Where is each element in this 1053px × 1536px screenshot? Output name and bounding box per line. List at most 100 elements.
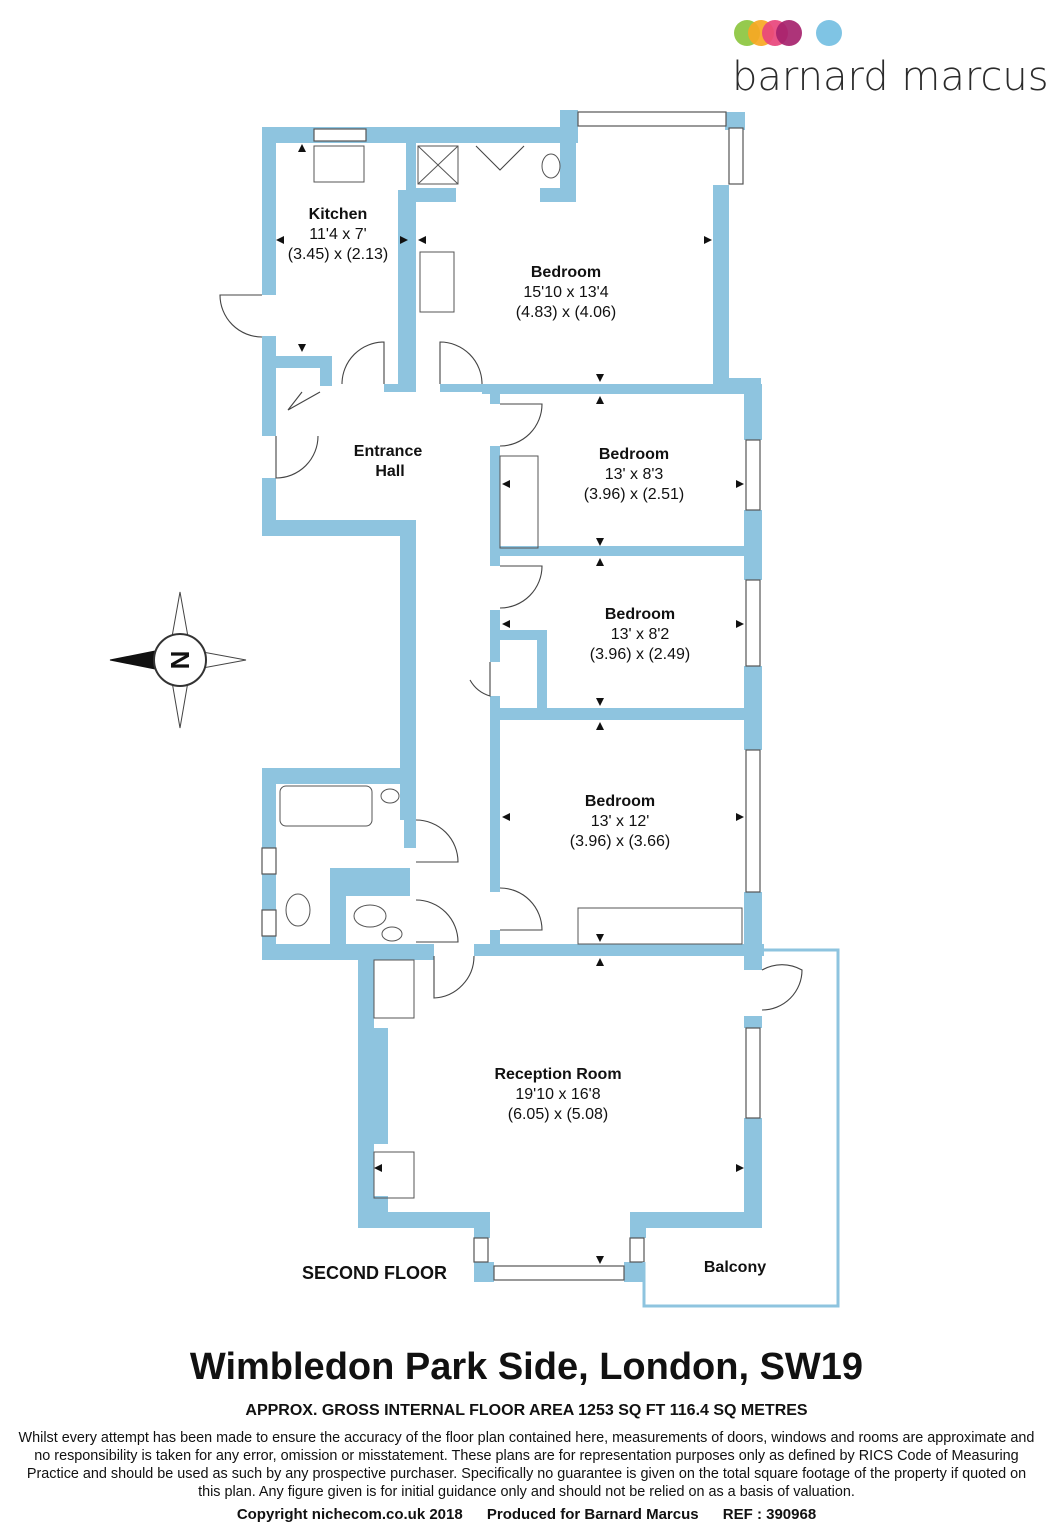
door	[433, 955, 475, 999]
produced-for-text: Produced for Barnard Marcus	[486, 1506, 699, 1523]
room-label-reception: Reception Room 19'10 x 16'8 (6.05) x (5.…	[494, 1066, 621, 1123]
arrow-icon	[596, 698, 604, 706]
arrow-icon	[418, 236, 426, 244]
room-label-bedroom-1: Bedroom 15'10 x 13'4 (4.83) x (4.06)	[516, 264, 616, 321]
wardrobe-icon	[577, 907, 743, 945]
window	[745, 1027, 761, 1119]
room-dimensions-metric: (3.96) x (3.66)	[570, 833, 670, 850]
floor-label: SECOND FLOOR	[302, 1263, 447, 1283]
wall	[406, 143, 416, 203]
basin-icon	[380, 788, 400, 804]
wall	[262, 336, 276, 436]
wall	[404, 820, 416, 848]
cupboard-icon	[373, 1151, 415, 1199]
room-dimensions-imperial: 13' x 12'	[591, 813, 650, 830]
wall	[262, 127, 276, 295]
reference-text: REF : 390968	[722, 1506, 817, 1523]
arrow-icon	[736, 813, 744, 821]
window	[493, 1265, 625, 1281]
wall	[560, 143, 576, 202]
logo-dot	[776, 20, 802, 46]
room-dimensions-imperial: 19'10 x 16'8	[515, 1086, 600, 1103]
arrow-icon	[298, 344, 306, 352]
wall	[262, 768, 276, 848]
room-name: Bedroom	[605, 606, 675, 623]
walls	[262, 110, 764, 1282]
room-dimensions-metric: (6.05) x (5.08)	[508, 1106, 608, 1123]
window	[745, 749, 761, 893]
basin-icon	[381, 926, 403, 942]
room-dimensions-metric: (3.96) x (2.51)	[584, 486, 684, 503]
disclaimer-text: Whilst every attempt has been made to en…	[18, 1430, 1035, 1500]
arrow-icon	[596, 374, 604, 382]
arrow-icon	[502, 813, 510, 821]
wall	[744, 510, 762, 580]
arrow-icon	[298, 144, 306, 152]
door	[469, 662, 491, 697]
arrow-icon	[596, 934, 604, 942]
wall	[537, 630, 547, 710]
compass-north-label: N	[165, 651, 195, 670]
wall	[490, 446, 500, 566]
room-name: Bedroom	[599, 446, 669, 463]
window	[261, 909, 277, 937]
wall	[416, 188, 456, 202]
room-label-bedroom-3: Bedroom 13' x 8'2 (3.96) x (2.49)	[590, 606, 690, 663]
shower-tray-icon	[417, 145, 459, 185]
arrow-icon	[502, 480, 510, 488]
room-dimensions-metric: (4.83) x (4.06)	[516, 304, 616, 321]
shower-tray-icon	[417, 145, 459, 185]
arrow-icon	[596, 538, 604, 546]
logo-dot	[816, 20, 842, 46]
wall	[490, 696, 500, 892]
wall	[276, 356, 332, 368]
wall	[400, 520, 416, 820]
room-dimensions-imperial: 13' x 8'2	[611, 626, 670, 643]
wall	[372, 1028, 388, 1144]
arrow-icon	[596, 722, 604, 730]
room-label-bedroom-2: Bedroom 13' x 8'3 (3.96) x (2.51)	[584, 446, 684, 503]
door	[415, 899, 459, 943]
fixtures	[279, 145, 743, 1199]
footer: Copyright nichecom.co.uk 2018 Produced f…	[0, 1506, 1053, 1523]
wall	[330, 868, 410, 896]
door	[499, 565, 543, 609]
wardrobe-icon	[499, 455, 539, 549]
wall	[262, 874, 276, 910]
window	[745, 439, 761, 511]
wall	[490, 392, 500, 404]
room-dimensions-metric: (3.45) x (2.13)	[288, 246, 388, 263]
measurement-arrows	[276, 144, 744, 1264]
room-name: Entrance	[354, 443, 423, 460]
wall	[482, 384, 762, 394]
window	[577, 111, 727, 127]
wall	[713, 185, 729, 385]
wall	[490, 546, 752, 556]
door	[761, 964, 803, 1011]
door	[499, 887, 543, 931]
wall	[490, 930, 500, 954]
arrow-icon	[596, 558, 604, 566]
door	[499, 403, 543, 447]
arrow-icon	[276, 236, 284, 244]
windows	[261, 111, 761, 1281]
room-label-bedroom-4: Bedroom 13' x 12' (3.96) x (3.66)	[570, 793, 670, 850]
wall	[372, 1196, 388, 1216]
arrow-icon	[374, 1164, 382, 1172]
room-name: Hall	[375, 463, 404, 480]
wall	[560, 110, 578, 140]
door	[287, 391, 321, 411]
room-name: Reception Room	[494, 1066, 621, 1083]
wall	[744, 666, 762, 750]
wall	[262, 478, 276, 530]
copyright-text: Copyright nichecom.co.uk 2018	[236, 1506, 463, 1523]
door	[219, 294, 263, 338]
wall	[262, 520, 412, 536]
room-name: Bedroom	[585, 793, 655, 810]
cupboard-icon	[373, 959, 415, 1019]
arrow-icon	[736, 620, 744, 628]
wall	[262, 944, 434, 960]
wall	[744, 1016, 762, 1028]
wall	[474, 1212, 490, 1238]
